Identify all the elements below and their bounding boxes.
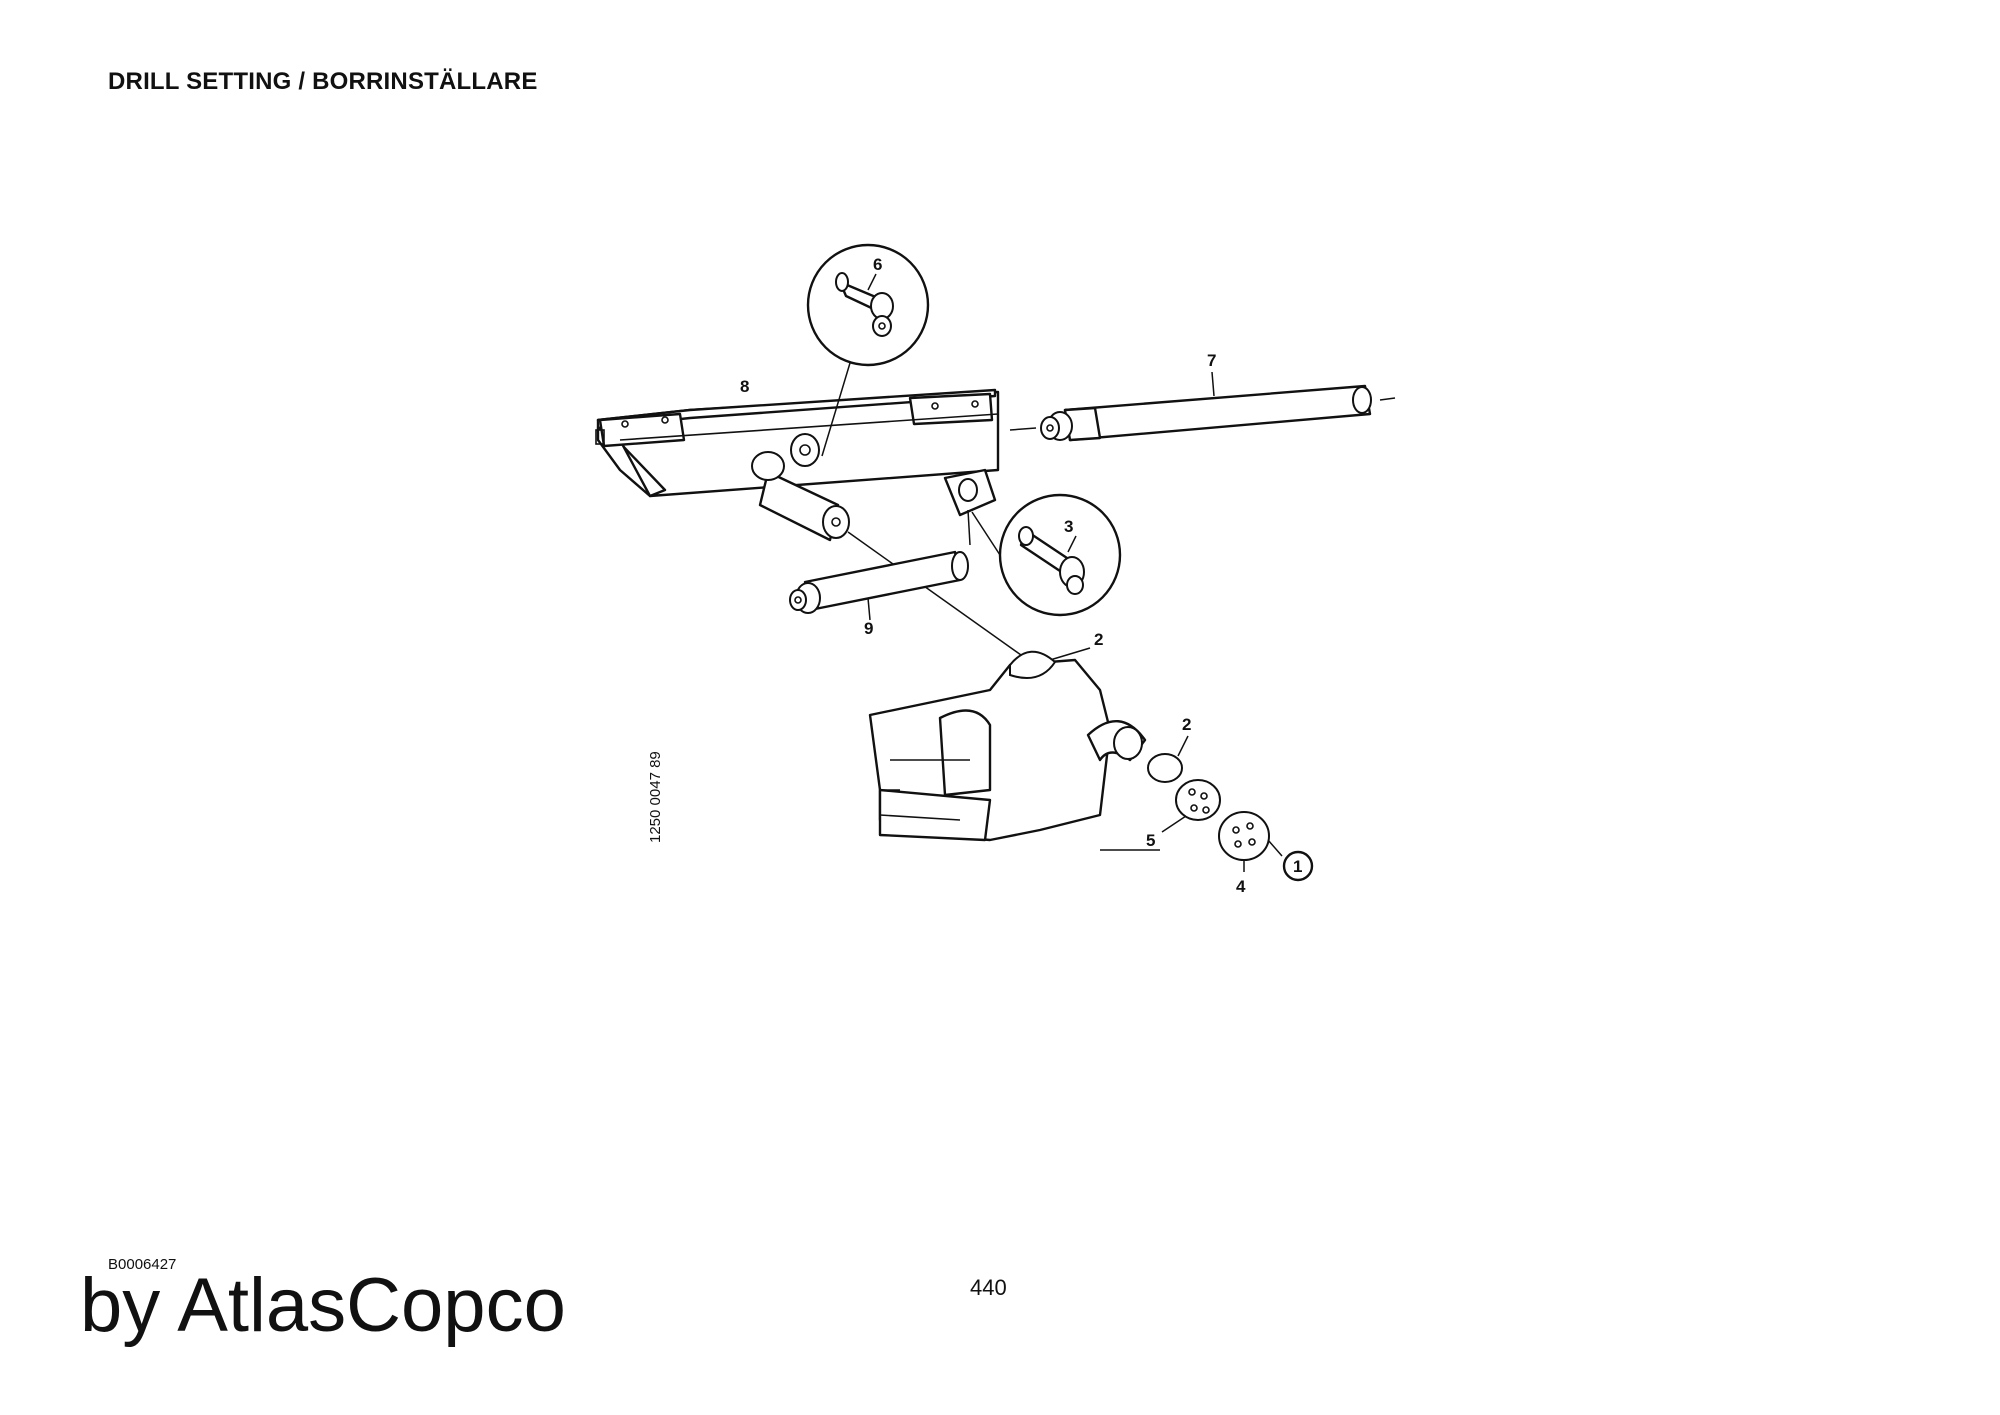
callout-2a: 2 xyxy=(1094,630,1103,649)
callout-2b: 2 xyxy=(1182,715,1191,734)
cylinder-part-7 xyxy=(1009,371,1396,442)
drawing-number: 1250 0047 89 xyxy=(647,751,664,843)
page-number: 440 xyxy=(970,1275,1007,1300)
document-code: B0006427 xyxy=(108,1256,177,1273)
center-cylinder xyxy=(751,451,1029,661)
cylinder-part-9 xyxy=(789,550,969,621)
pin-detail-part-6 xyxy=(806,243,930,457)
beam-lugs xyxy=(790,433,997,546)
callout-7: 7 xyxy=(1207,351,1216,370)
callout-3: 3 xyxy=(1064,517,1073,536)
washer-part-5 xyxy=(1161,779,1221,833)
bolt-detail-part-3 xyxy=(971,493,1122,617)
brand-signature: by AtlasCopco xyxy=(80,1263,566,1348)
callout-4: 4 xyxy=(1236,877,1246,896)
page-title: DRILL SETTING / BORRINSTÄLLARE xyxy=(108,68,538,95)
callout-5: 5 xyxy=(1146,831,1155,850)
callout-6: 6 xyxy=(873,255,882,274)
ring-part-2 xyxy=(1147,735,1189,783)
callout-9: 9 xyxy=(864,619,873,638)
callout-8: 8 xyxy=(740,377,749,396)
callout-1: 1 xyxy=(1293,857,1302,876)
cap-part-4 xyxy=(1218,811,1314,882)
housing-assembly xyxy=(868,647,1160,851)
